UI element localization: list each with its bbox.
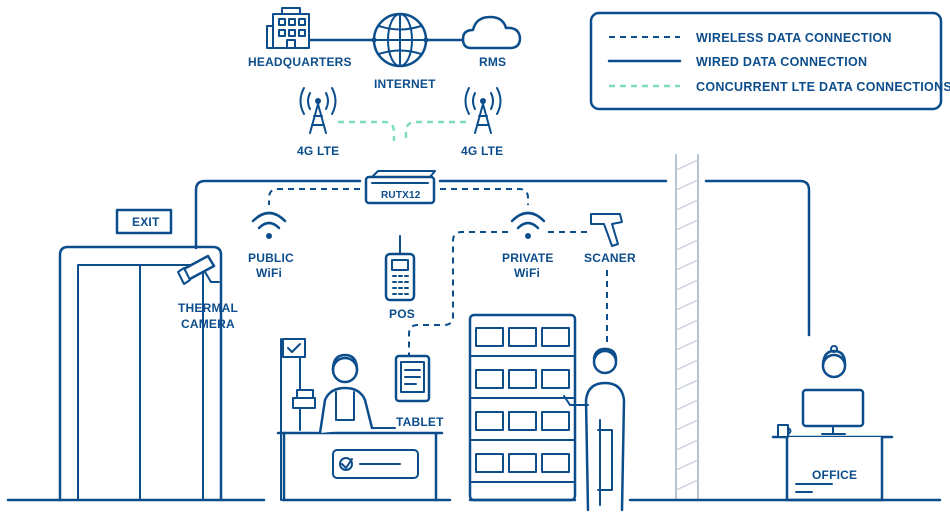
checkout-counter: [276, 338, 444, 502]
internet-label: INTERNET: [374, 77, 436, 91]
elevator-doors: [58, 245, 223, 502]
pos-label: POS: [389, 307, 415, 321]
tablet-icon: [394, 354, 431, 403]
lte-right-label: 4G LTE: [461, 144, 503, 158]
public-wifi-label-line2: WiFi: [256, 266, 282, 280]
scanner-icon: [590, 213, 623, 247]
lte-tower-left-icon: [299, 87, 337, 134]
router-icon: [364, 170, 436, 205]
public-wifi-icon: [251, 211, 287, 239]
lte-left-label: 4G LTE: [297, 144, 339, 158]
wall-pillar: [675, 154, 699, 501]
pos-terminal-icon: [384, 235, 416, 302]
legend-wired-label: WIRED DATA CONNECTION: [696, 55, 867, 69]
office-label: OFFICE: [812, 468, 857, 482]
coffee-mug-icon: [777, 424, 792, 438]
thermal-camera-label-line2: CAMERA: [181, 317, 235, 331]
rms-label: RMS: [479, 55, 506, 69]
legend-wireless-label: WIRELESS DATA CONNECTION: [696, 31, 892, 45]
monitor-icon: [801, 388, 865, 435]
office-person: [821, 345, 847, 379]
headquarters-icon: [266, 7, 310, 49]
wired-to-office-b: [704, 179, 811, 337]
headquarters-label: HEADQUARTERS: [248, 55, 352, 69]
legend: WIRELESS DATA CONNECTION WIRED DATA CONN…: [589, 11, 950, 111]
warehouse-worker: [563, 347, 626, 512]
wireless-to-public-wifi: [268, 188, 360, 205]
storage-shelf: [468, 313, 577, 502]
legend-lte-label: CONCURRENT LTE DATA CONNECTIONS: [696, 80, 950, 94]
wired-to-camera: [194, 179, 362, 250]
tablet-label: TABLET: [396, 415, 444, 429]
legend-box: [589, 11, 943, 111]
lte-tower-right-icon: [464, 87, 502, 134]
scanner-label: SCANER: [584, 251, 636, 265]
private-wifi-label-line1: PRIVATE: [502, 251, 554, 265]
private-wifi-icon: [510, 211, 546, 239]
cloud-icon: [461, 15, 522, 50]
exit-label: EXIT: [132, 215, 160, 229]
thermal-camera-icon: [177, 254, 220, 285]
cashier-person: [318, 353, 396, 435]
lte-link-right: [404, 120, 466, 141]
wireless-to-private-wifi: [440, 188, 529, 205]
globe-icon: [371, 12, 429, 68]
lte-link-left: [338, 120, 396, 141]
router-label: RUTX12: [381, 190, 421, 201]
exit-sign: [115, 208, 173, 235]
public-wifi-label-line1: PUBLIC: [248, 251, 294, 265]
thermal-camera-label-line1: THERMAL: [178, 301, 238, 315]
private-wifi-label-line2: WiFi: [514, 266, 540, 280]
